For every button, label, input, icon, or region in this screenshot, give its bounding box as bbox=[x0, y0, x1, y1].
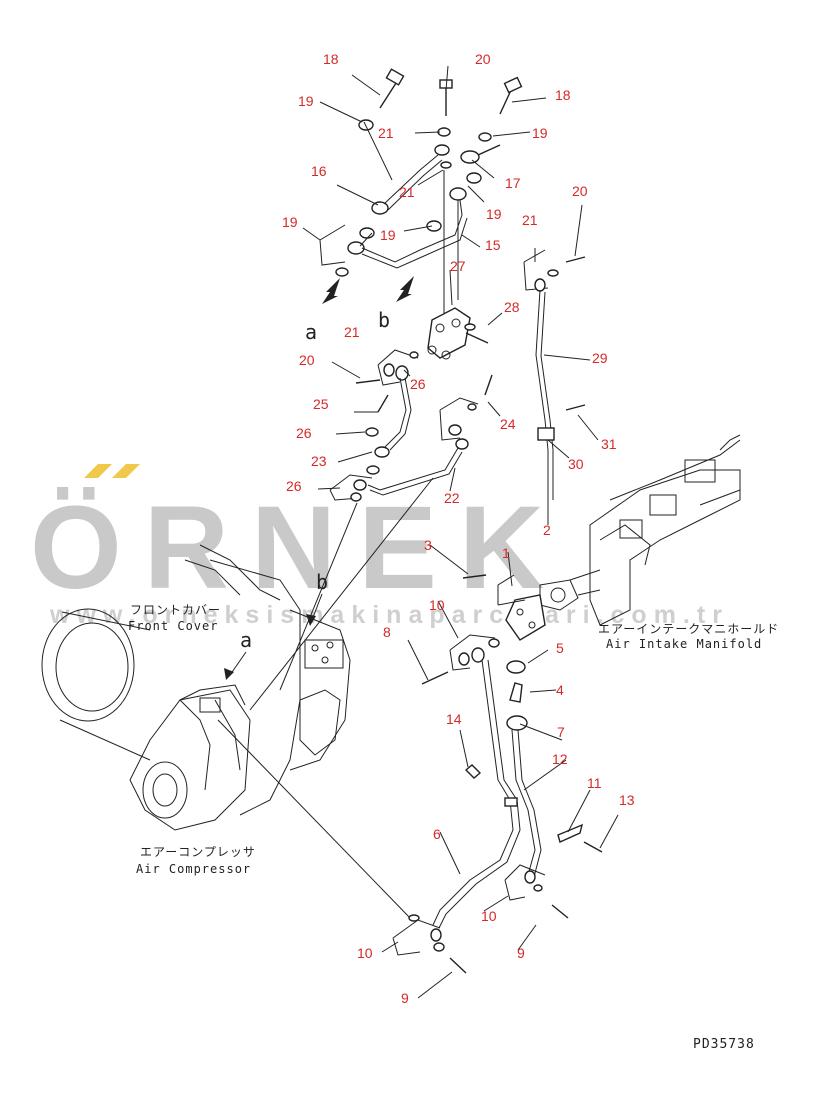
ref-mark-b-lower: b bbox=[316, 570, 328, 594]
watermark-url: www.orneksismakinaparcalari.com.tr bbox=[49, 601, 729, 629]
callout: 2 bbox=[543, 522, 551, 538]
callout: 14 bbox=[446, 711, 462, 727]
callout: 22 bbox=[444, 490, 460, 506]
callout: 17 bbox=[505, 175, 521, 191]
watermark: ÖRNEK www.orneksismakinaparcalari.com.tr bbox=[30, 464, 729, 629]
ref-mark-a-lower: a bbox=[240, 628, 252, 652]
caption-air-intake-jp: エアーインテークマニホールド bbox=[598, 622, 779, 636]
callout: 10 bbox=[429, 597, 445, 613]
callout: 16 bbox=[311, 163, 327, 179]
arrow-b bbox=[396, 276, 414, 302]
callout: 21 bbox=[344, 324, 360, 340]
callout: 30 bbox=[568, 456, 584, 472]
pulley-outer bbox=[41, 608, 135, 722]
ref-mark-b-upper: b bbox=[378, 308, 390, 332]
callout: 10 bbox=[357, 945, 373, 961]
callout: 19 bbox=[380, 227, 396, 243]
callout: 19 bbox=[532, 125, 548, 141]
ref-mark-a-upper: a bbox=[305, 320, 317, 344]
callout: 5 bbox=[556, 640, 564, 656]
leader-lines bbox=[302, 65, 619, 999]
caption-front-cover-jp: フロントカバー bbox=[130, 603, 221, 617]
callout: 26 bbox=[286, 478, 302, 494]
callout: 21 bbox=[378, 125, 394, 141]
callout: 20 bbox=[572, 183, 588, 199]
watermark-accent-right bbox=[112, 464, 140, 478]
caption-front-cover-en: Front Cover bbox=[128, 619, 218, 633]
callouts: 18 20 18 19 21 19 16 21 17 19 19 19 21 1… bbox=[282, 51, 635, 1006]
callout: 21 bbox=[399, 184, 415, 200]
callout: 23 bbox=[311, 453, 327, 469]
air-compressor-drawing bbox=[41, 544, 351, 831]
watermark-logo: ÖRNEK bbox=[30, 482, 566, 614]
callout: 12 bbox=[552, 751, 568, 767]
arrow-a bbox=[322, 278, 340, 304]
upper-piping bbox=[319, 68, 586, 500]
callout: 11 bbox=[587, 775, 602, 791]
caption-air-compressor-jp: エアーコンプレッサ bbox=[140, 845, 256, 859]
callout: 27 bbox=[450, 258, 466, 274]
callout: 13 bbox=[619, 792, 635, 808]
pulley-inner bbox=[55, 622, 129, 712]
callout: 20 bbox=[475, 51, 491, 67]
callout: 26 bbox=[410, 376, 426, 392]
callout: 15 bbox=[485, 237, 501, 253]
callout: 10 bbox=[481, 908, 497, 924]
callout: 31 bbox=[601, 436, 617, 452]
callout: 20 bbox=[299, 352, 315, 368]
callout: 28 bbox=[504, 299, 520, 315]
callout: 6 bbox=[433, 826, 441, 842]
callout: 8 bbox=[383, 624, 391, 640]
document-code: PD35738 bbox=[693, 1037, 755, 1052]
callout: 21 bbox=[522, 212, 538, 228]
callout: 18 bbox=[555, 87, 571, 103]
caption-air-compressor-en: Air Compressor bbox=[136, 862, 251, 876]
callout: 9 bbox=[517, 945, 525, 961]
callout: 19 bbox=[298, 93, 314, 109]
callout: 24 bbox=[500, 416, 516, 432]
callout: 1 bbox=[502, 545, 510, 561]
caption-air-intake-en: Air Intake Manifold bbox=[606, 637, 762, 651]
callout: 19 bbox=[486, 206, 502, 222]
captions: フロントカバー Front Cover エアーインテークマニホールド Air I… bbox=[128, 603, 779, 876]
callout: 3 bbox=[424, 537, 432, 553]
middle-piping bbox=[217, 349, 493, 921]
callout: 29 bbox=[592, 350, 608, 366]
callout: 19 bbox=[282, 214, 298, 230]
reference-marks: a b a b bbox=[224, 308, 390, 680]
lower-piping bbox=[392, 574, 603, 974]
callout: 18 bbox=[323, 51, 339, 67]
callout: 9 bbox=[401, 990, 409, 1006]
callout: 25 bbox=[313, 396, 329, 412]
callout: 26 bbox=[296, 425, 312, 441]
callout: 7 bbox=[557, 724, 565, 740]
callout: 4 bbox=[556, 682, 564, 698]
watermark-accent-left bbox=[84, 464, 112, 478]
